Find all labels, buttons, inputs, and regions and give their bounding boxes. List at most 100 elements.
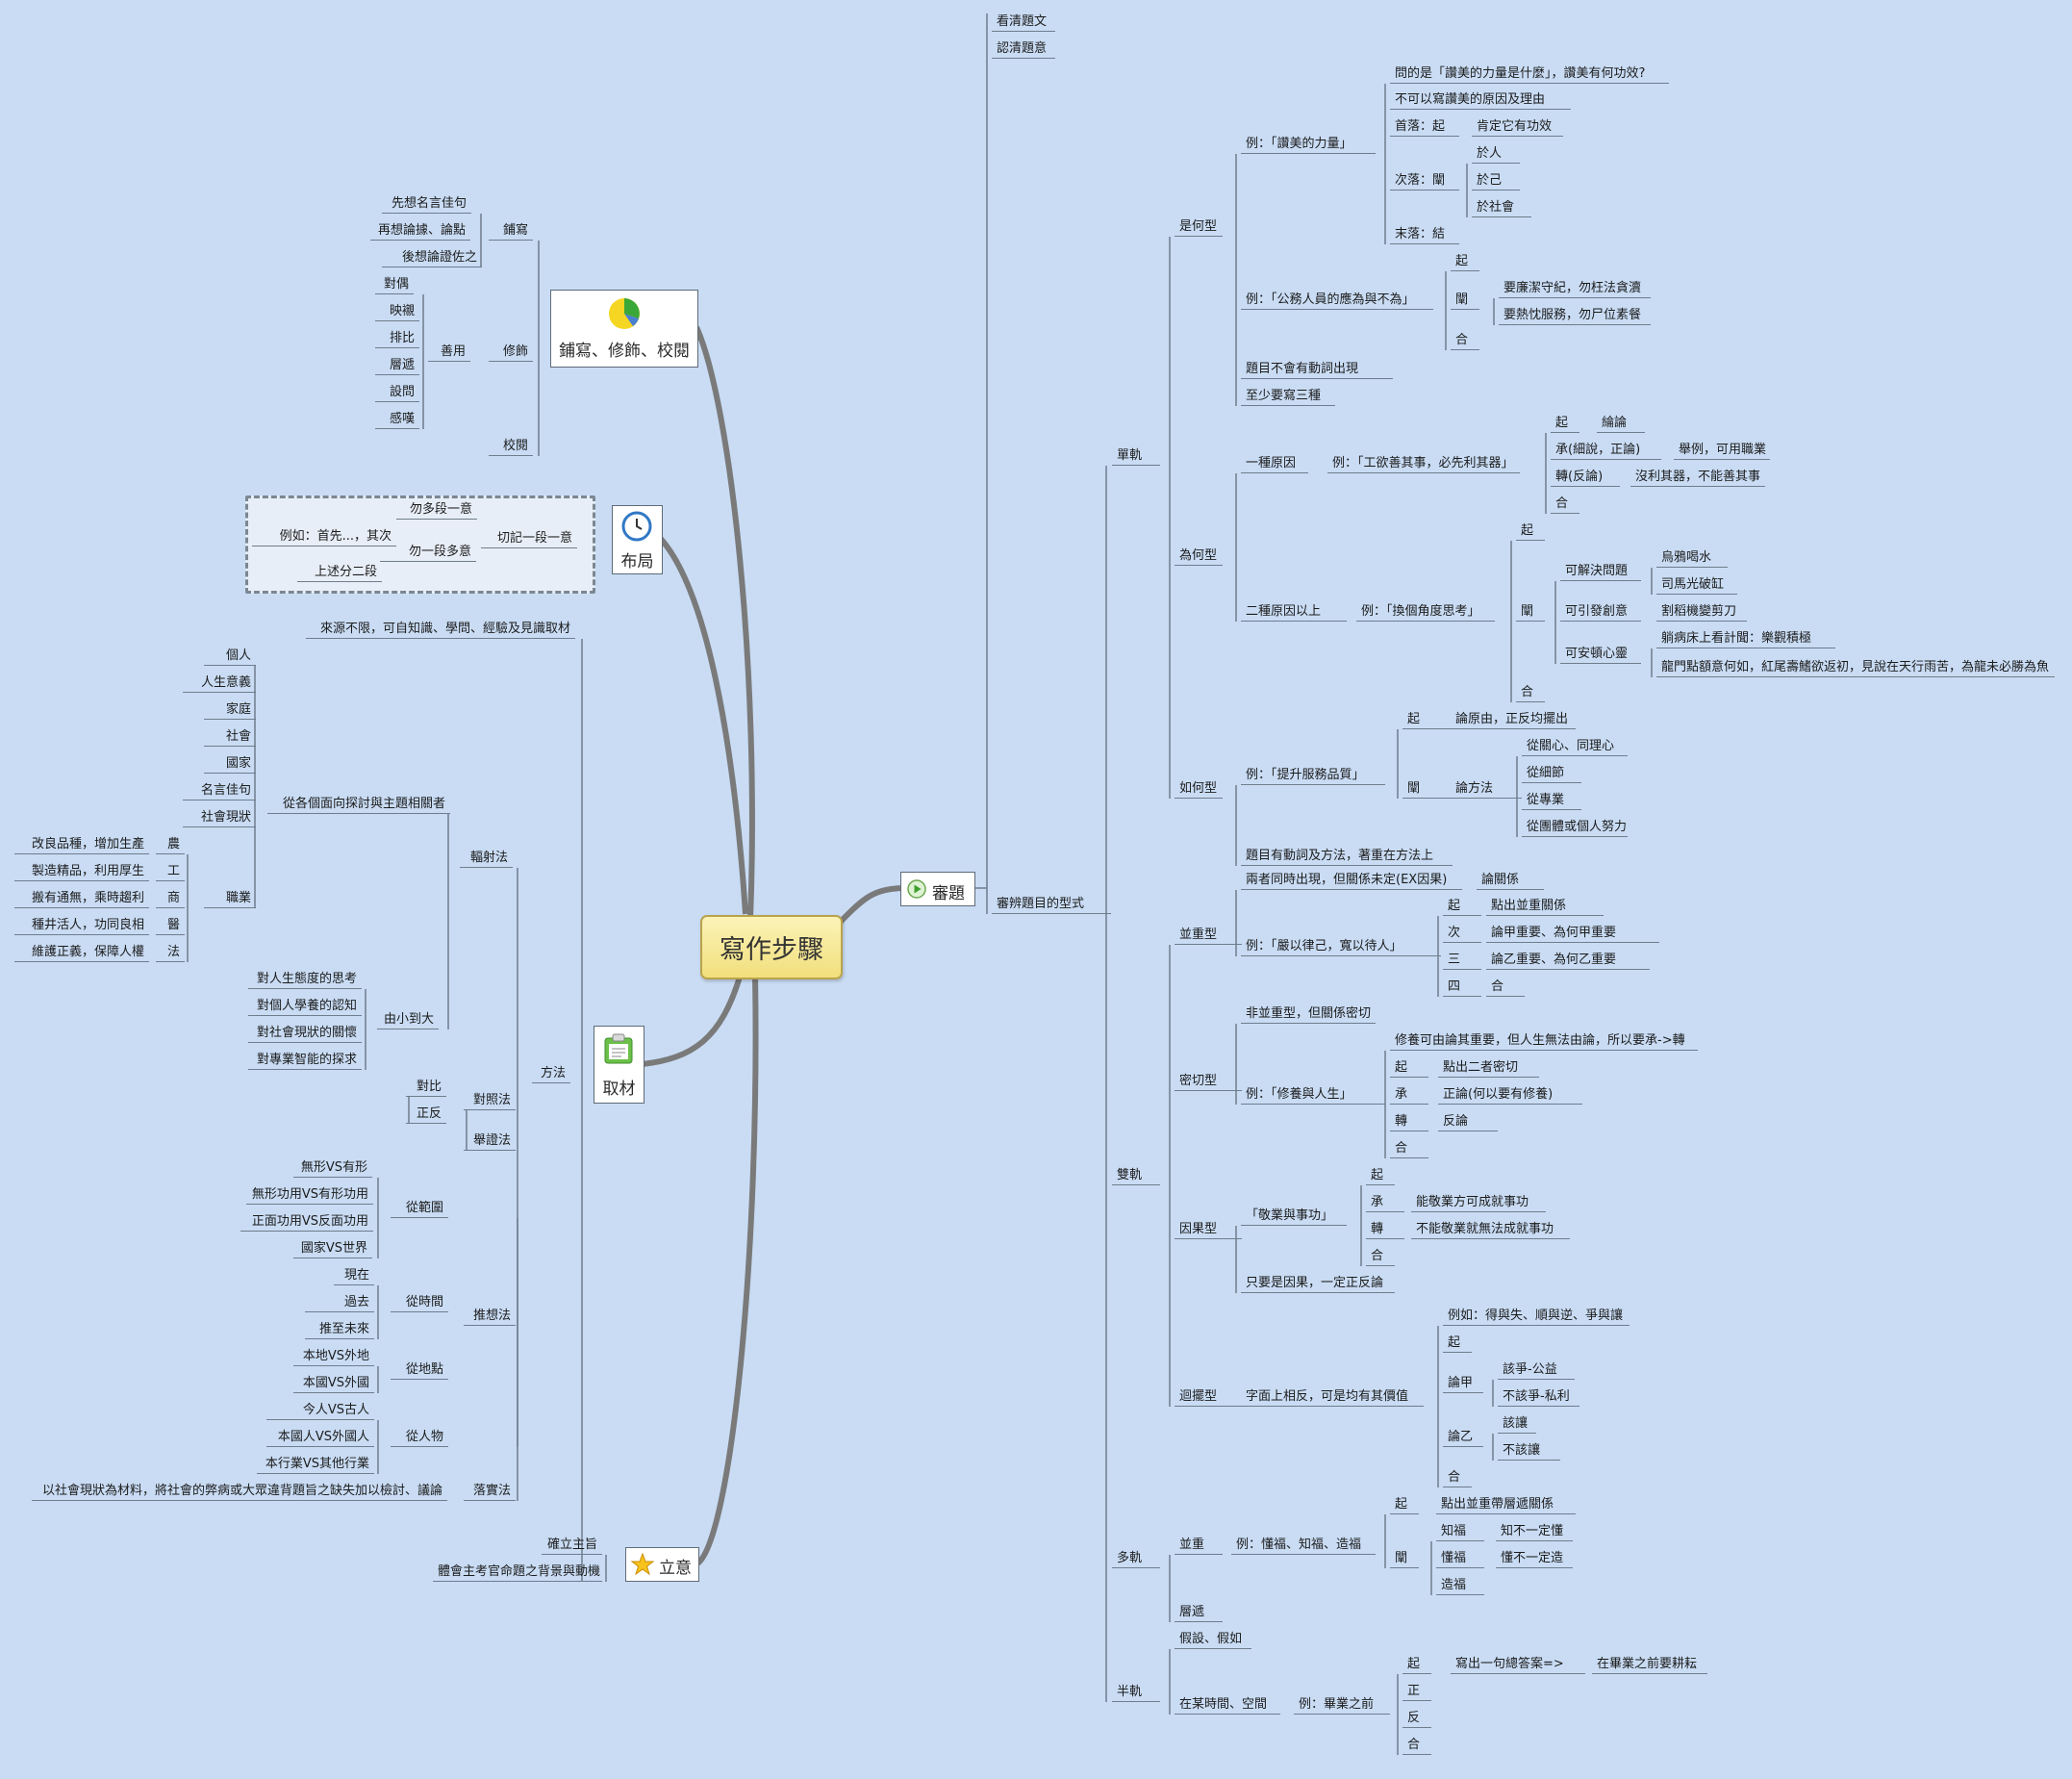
node-label[interactable]: 起 <box>1390 1496 1419 1514</box>
node-label[interactable]: 先想名言佳句 <box>382 195 471 214</box>
node-label[interactable]: 合 <box>1366 1248 1395 1266</box>
node-label[interactable]: 對比 <box>406 1079 446 1097</box>
node-label[interactable]: 勿一段多意 <box>380 544 476 562</box>
node-label[interactable]: 例：「公務人員的應為與不為」 <box>1241 292 1433 310</box>
node-label[interactable]: 假設、假如 <box>1175 1631 1251 1649</box>
node-label[interactable]: 躺病床上看計聞：樂觀積極 <box>1656 630 1835 648</box>
node-label[interactable]: 商 <box>156 890 185 908</box>
node-label[interactable]: 對偶 <box>375 276 414 294</box>
topic-pu[interactable]: 鋪寫、修飾、校閱 <box>550 290 698 368</box>
node-label[interactable]: 認清題意 <box>992 40 1055 59</box>
node-label[interactable]: 只要是因果，一定正反論 <box>1241 1275 1395 1293</box>
node-label[interactable]: 感嘆 <box>375 411 419 429</box>
node-label[interactable]: 正反 <box>406 1106 446 1124</box>
node-label[interactable]: 推至未來 <box>305 1321 374 1339</box>
node-label[interactable]: 從範圍 <box>391 1200 448 1218</box>
node-label[interactable]: 起 <box>1551 415 1579 433</box>
node-label[interactable]: 在某時間、空間 <box>1175 1696 1280 1715</box>
node-label[interactable]: 司馬光破缸 <box>1656 576 1737 595</box>
node-label[interactable]: 從地點 <box>391 1361 448 1380</box>
node-label[interactable]: 正論(何以要有修養) <box>1438 1086 1582 1105</box>
node-label[interactable]: 割稻機變剪刀 <box>1656 603 1747 622</box>
node-label[interactable]: 合 <box>1551 496 1579 514</box>
node-label[interactable]: 醫 <box>156 917 185 935</box>
node-label[interactable]: 舉證法 <box>464 1132 516 1151</box>
node-label[interactable]: 並重型 <box>1175 927 1242 945</box>
node-label[interactable]: 反 <box>1402 1710 1431 1728</box>
node-label[interactable]: 是何型 <box>1175 218 1223 237</box>
node-label[interactable]: 例：「提升服務品質」 <box>1241 767 1385 785</box>
node-label[interactable]: 再想論據、論點 <box>370 222 470 241</box>
central-topic[interactable]: 寫作步驟 <box>700 915 843 979</box>
node-label[interactable]: 農 <box>156 836 185 854</box>
node-label[interactable]: 正 <box>1402 1683 1431 1701</box>
topic-qucai[interactable]: 取材 <box>594 1026 644 1104</box>
node-label[interactable]: 今人VS古人 <box>266 1402 374 1420</box>
node-label[interactable]: 二種原因以上 <box>1241 603 1347 622</box>
node-label[interactable]: 排比 <box>375 330 419 348</box>
node-label[interactable]: 本行業VS其他行業 <box>257 1456 374 1474</box>
node-label[interactable]: 例：「換個角度思考」 <box>1356 603 1495 622</box>
node-label[interactable]: 論乙 <box>1443 1429 1483 1447</box>
node-label[interactable]: 舉例，可用職業 <box>1674 442 1770 460</box>
node-label[interactable]: 題目不會有動詞出現 <box>1241 361 1393 379</box>
node-label[interactable]: 為何型 <box>1175 547 1223 566</box>
node-label[interactable]: 點出並重帶層遞關係 <box>1436 1496 1576 1514</box>
topic-liyi[interactable]: 立意 <box>625 1547 699 1582</box>
node-label[interactable]: 正面功用VS反面功用 <box>240 1213 373 1232</box>
node-label[interactable]: 合 <box>1402 1737 1431 1755</box>
node-label[interactable]: 工 <box>156 863 185 881</box>
node-label[interactable]: 本國VS外國 <box>293 1375 374 1393</box>
node-label[interactable]: 承 <box>1366 1194 1404 1212</box>
node-label[interactable]: 層遞 <box>1175 1604 1223 1622</box>
node-label[interactable]: 鋪寫 <box>489 222 533 241</box>
node-label[interactable]: 例：「嚴以律己，寬以待人」 <box>1241 938 1441 956</box>
node-label[interactable]: 例：「修養與人生」 <box>1241 1086 1385 1105</box>
node-label[interactable]: 例：「讚美的力量」 <box>1241 136 1376 154</box>
node-label[interactable]: 論乙重要、為何乙重要 <box>1486 952 1650 970</box>
node-label[interactable]: 合 <box>1486 978 1525 997</box>
node-label[interactable]: 落實法 <box>464 1483 516 1501</box>
node-label[interactable]: 輻射法 <box>460 850 513 868</box>
node-label[interactable]: 合 <box>1390 1140 1428 1158</box>
node-label[interactable]: 合 <box>1516 684 1545 702</box>
node-label[interactable]: 「敬業與事功」 <box>1241 1207 1347 1226</box>
node-label[interactable]: 製造精品，利用厚生 <box>14 863 149 881</box>
node-label[interactable]: 於人 <box>1472 145 1520 164</box>
node-label[interactable]: 職業 <box>204 890 256 908</box>
node-label[interactable]: 例：懂福、知福、造福 <box>1231 1537 1376 1555</box>
node-label[interactable]: 對社會現狀的關懷 <box>248 1025 362 1043</box>
node-label[interactable]: 例如：首先...，其次 <box>252 528 396 546</box>
node-label[interactable]: 起 <box>1516 522 1545 541</box>
node-label[interactable]: 無形VS有形 <box>293 1159 372 1178</box>
node-label[interactable]: 多軌 <box>1112 1550 1160 1568</box>
node-label[interactable]: 轉(反論) <box>1551 469 1620 487</box>
node-label[interactable]: 四 <box>1443 978 1481 997</box>
node-label[interactable]: 承 <box>1390 1086 1428 1105</box>
node-label[interactable]: 轉 <box>1390 1113 1428 1131</box>
node-label[interactable]: 要熱忱服務，勿尸位素餐 <box>1499 307 1651 325</box>
node-label[interactable]: 點出二者密切 <box>1438 1059 1539 1078</box>
node-label[interactable]: 法 <box>156 944 185 962</box>
node-label[interactable]: 起 <box>1402 1656 1431 1674</box>
node-label[interactable]: 造福 <box>1436 1577 1484 1595</box>
node-label[interactable]: 修養可由論其重要，但人生無法由論，所以要承->轉 <box>1390 1032 1698 1051</box>
node-label[interactable]: 綸論 <box>1597 415 1645 433</box>
node-label[interactable]: 如何型 <box>1175 780 1223 799</box>
node-label[interactable]: 切記一段一意 <box>481 530 577 548</box>
node-label[interactable]: 方法 <box>532 1065 570 1083</box>
node-label[interactable]: 單軌 <box>1112 447 1160 466</box>
node-label[interactable]: 從人物 <box>391 1429 448 1447</box>
node-label[interactable]: 例：「工欲善其事，必先利其器」 <box>1327 455 1520 473</box>
node-label[interactable]: 知福 <box>1436 1523 1484 1541</box>
node-label[interactable]: 體會主考官命題之背景與動機 <box>433 1563 602 1582</box>
node-label[interactable]: 可安頓心靈 <box>1560 646 1641 664</box>
node-label[interactable]: 設問 <box>375 384 419 402</box>
node-label[interactable]: 承(細說，正論) <box>1551 442 1661 460</box>
node-label[interactable]: 社會現狀 <box>183 809 256 827</box>
node-label[interactable]: 人生意義 <box>183 674 256 693</box>
node-label[interactable]: 闡 <box>1516 603 1545 622</box>
node-label[interactable]: 善用 <box>428 343 470 362</box>
topic-buju[interactable]: 布局 <box>612 505 663 574</box>
node-label[interactable]: 搬有通無，乘時趨利 <box>14 890 149 908</box>
